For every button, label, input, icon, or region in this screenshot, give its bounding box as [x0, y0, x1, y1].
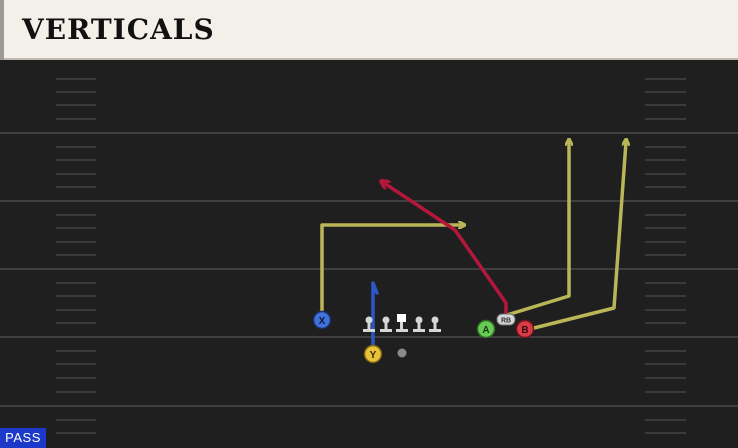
hash-marks-left [56, 78, 96, 434]
quarterback [397, 348, 407, 358]
player-b[interactable]: B [515, 319, 535, 339]
left-guard [380, 316, 392, 332]
title-bar: VERTICALS [0, 0, 738, 60]
right-tackle [429, 316, 441, 332]
player-rb-label: RB [501, 318, 511, 325]
right-guard [413, 316, 425, 332]
field-turf [0, 60, 738, 448]
player-x-label: X [319, 316, 326, 327]
player-y-marker [363, 344, 383, 364]
football-field: X Y A RB B [0, 60, 738, 448]
yard-lines [0, 132, 738, 407]
left-tackle [363, 316, 375, 332]
route-y-block [371, 281, 379, 347]
player-x-marker [312, 310, 332, 330]
route-b-go [532, 142, 626, 330]
title-bar-edge [0, 0, 4, 60]
player-y[interactable]: Y [363, 344, 383, 364]
center [396, 314, 408, 332]
hash-marks-right [645, 78, 686, 434]
play-type-badge: PASS [0, 428, 46, 448]
player-a-marker [476, 319, 496, 339]
player-x[interactable]: X [312, 310, 332, 330]
player-b-marker [515, 319, 535, 339]
player-a[interactable]: A [476, 319, 496, 339]
routes [320, 142, 626, 347]
route-x-in [320, 225, 462, 314]
player-rb-marker [496, 313, 516, 326]
player-b-label: B [521, 325, 528, 336]
route-rb-wheel [384, 183, 508, 315]
player-y-label: Y [370, 350, 377, 361]
play-title: VERTICALS [22, 13, 215, 46]
player-a-label: A [482, 325, 489, 336]
offensive-line [363, 314, 441, 332]
route-a-go [505, 142, 569, 317]
player-rb[interactable]: RB [496, 313, 516, 326]
